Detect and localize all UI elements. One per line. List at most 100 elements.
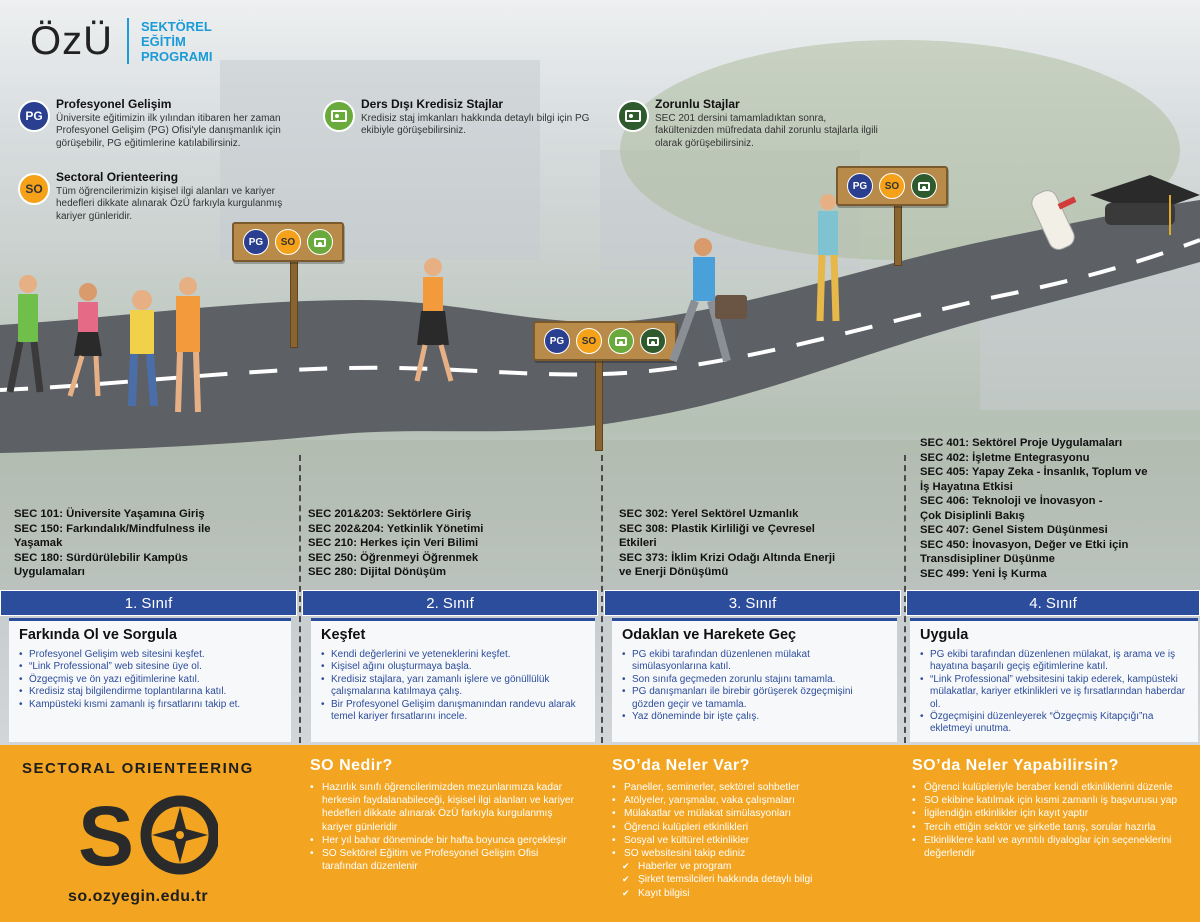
list-item: SO websitesini takip ediniz (612, 847, 892, 860)
course-line: Çok Disiplinli Bakış (920, 509, 1025, 522)
info-title: Profesyonel Gelişim (56, 97, 172, 111)
info-ders-disi-stajlar: Ders Dışı Kredisiz Stajlar Kredisiz staj… (323, 98, 593, 138)
phase-title: Farkında Ol ve Sorgula (19, 627, 177, 643)
id-card-icon (307, 229, 333, 255)
list-item: Kişisel ağını oluşturmaya başla. (321, 661, 585, 674)
year-divider (601, 455, 603, 743)
info-title: Zorunlu Stajlar (655, 97, 740, 111)
list-item: Kredisiz staj bilgilendirme toplantıları… (19, 686, 281, 699)
course-line: Uygulamaları (14, 566, 85, 578)
logo-line: SEKTÖREL (141, 18, 212, 34)
info-title: Ders Dışı Kredisiz Stajlar (361, 97, 504, 111)
course-line: SEC 308: Plastik Kirliliği ve Çevresel (619, 522, 815, 535)
year-label-1: 1. Sınıf (0, 590, 297, 616)
list-item: “Link Professional” websitesini takip ed… (920, 674, 1188, 711)
list-item: SO Sektörel Eğitim ve Profesyonel Gelişi… (310, 847, 580, 873)
course-line: SEC 499: Yeni İş Kurma (920, 567, 1047, 580)
id-card-icon (640, 328, 666, 354)
course-line: SEC 201&203: Sektörlere Giriş (308, 508, 472, 520)
so-column-neler-yapabilirsin: SO’da Neler Yapabilirsin? Öğrenci kulüpl… (912, 757, 1184, 860)
list-item: İlgilendiğin etkinlikler için kayıt yapt… (912, 807, 1184, 820)
so-website-link[interactable]: so.ozyegin.edu.tr (68, 888, 209, 905)
logo-mark: ÖzÜ (30, 18, 113, 63)
pg-badge-icon: PG (243, 229, 269, 255)
course-line: Transdisipliner Düşünme (920, 553, 1055, 565)
list-item: Kendi değerlerini ve yeteneklerini keşfe… (321, 649, 585, 662)
so-column-nedir: SO Nedir? Hazırlık sınıfı öğrencilerimiz… (310, 757, 580, 873)
students-group (6, 275, 201, 413)
list-subitem: Haberler ve program (612, 860, 892, 873)
list-item: Hazırlık sınıfı öğrencilerimizden mezunl… (310, 781, 580, 834)
so-column-neler-var: SO’da Neler Var? Paneller, seminerler, s… (612, 757, 892, 900)
so-compass-logo-icon: S (78, 793, 218, 877)
course-line: SEC 402: İşletme Entegrasyonu (920, 451, 1090, 464)
course-line: ve Enerji Dönüşümü (619, 566, 729, 578)
id-card-icon (608, 328, 634, 354)
section-title: SECTORAL ORIENTEERING (22, 760, 254, 777)
course-line: Yaşamak (14, 537, 63, 549)
student-figure (414, 258, 454, 382)
list-item: Etkinliklere katıl ve ayrıntılı diyalogl… (912, 834, 1184, 860)
list-item: Her yıl bahar döneminde bir hafta boyunc… (310, 834, 580, 847)
list-item: Mülakatlar ve mülakat simülasyonları (612, 807, 892, 820)
courses-year-2: SEC 201&203: Sektörlere Giriş SEC 202&20… (308, 507, 483, 580)
course-line: SEC 302: Yerel Sektörel Uzmanlık (619, 508, 799, 520)
list-item: Öğrenci kulüpleri etkinlikleri (612, 821, 892, 834)
so-badge-icon: SO (275, 229, 301, 255)
list-item: Özgeçmişini düzenleyerek “Özgeçmiş Kitap… (920, 711, 1188, 736)
list-item: Atölyeler, yarışmalar, vaka çalışmaları (612, 794, 892, 807)
course-line: SEC 202&204: Yetkinlik Yönetimi (308, 522, 484, 535)
column-heading: SO Nedir? (310, 757, 393, 774)
course-line: SEC 450: İnovasyon, Değer ve Etki için (920, 538, 1129, 551)
course-line: SEC 406: Teknoloji ve İnovasyon - (920, 495, 1103, 507)
phase-card-2: Keşfet Kendi değerlerini ve yeteneklerin… (311, 618, 595, 742)
phase-card-4: Uygula PG ekibi tarafından düzenlenen mü… (910, 618, 1198, 742)
pg-badge-icon: PG (847, 173, 873, 199)
list-item: PG ekibi tarafından düzenlenen mülakat, … (920, 649, 1188, 674)
phase-title: Uygula (920, 627, 969, 643)
student-figure (669, 238, 747, 363)
logo-line: PROGRAMI (141, 48, 213, 64)
phase-card-1: Farkında Ol ve Sorgula Profesyonel Geliş… (9, 618, 291, 742)
list-item: PG danışmanları ile birebir görüşerek öz… (622, 686, 887, 711)
courses-year-4: SEC 401: Sektörel Proje Uygulamaları SEC… (920, 436, 1148, 581)
course-line: SEC 373: İklim Krizi Odağı Altında Enerj… (619, 551, 836, 564)
ozu-logo: ÖzÜ SEKTÖREL EĞİTİM PROGRAMI (30, 18, 213, 64)
info-text: Üniversite eğitimizin ilk yılından itiba… (56, 112, 281, 149)
list-item: Bir Profesyonel Gelişim danışmanından ra… (321, 699, 585, 724)
student-figure (175, 277, 201, 413)
student-figure (816, 194, 840, 322)
year-label-4: 4. Sınıf (906, 590, 1200, 616)
column-heading: SO’da Neler Var? (612, 757, 750, 774)
phase-card-3: Odaklan ve Harekete Geç PG ekibi tarafın… (612, 618, 897, 742)
course-line: İş Hayatına Etkisi (920, 480, 1013, 493)
signpost-3: PG SO (836, 166, 948, 266)
course-line: SEC 210: Herkes için Veri Bilimi (308, 537, 479, 549)
pg-badge-icon: PG (18, 100, 50, 132)
courses-year-3: SEC 302: Yerel Sektörel Uzmanlık SEC 308… (619, 507, 835, 580)
year-divider (299, 455, 301, 743)
list-item: SO ekibine katılmak için kısmi zamanlı i… (912, 794, 1184, 807)
signpost-2: PG SO (533, 321, 677, 451)
course-line: SEC 180: Sürdürülebilir Kampüs (14, 551, 188, 564)
list-item: Tercih ettiğin sektör ve şirketle tanış,… (912, 821, 1184, 834)
so-badge-icon: SO (18, 173, 50, 205)
info-sectoral-orienteering: SO Sectoral Orienteering Tüm öğrencileri… (18, 171, 298, 223)
list-item: Öğrenci kulüpleriyle beraber kendi etkin… (912, 781, 1184, 794)
courses-year-1: SEC 101: Üniversite Yaşamına Giriş SEC 1… (14, 507, 211, 580)
year-label-2: 2. Sınıf (302, 590, 598, 616)
student-figure (6, 275, 44, 393)
list-subitem: Şirket temsilcileri hakkında detaylı bil… (612, 873, 892, 886)
logo-separator (127, 18, 129, 64)
list-item: Yaz döneminde bir işte çalış. (622, 711, 887, 724)
signpost-1: PG SO (232, 222, 344, 348)
pg-badge-icon: PG (544, 328, 570, 354)
course-line: SEC 405: Yapay Zeka - İnsanlık, Toplum v… (920, 466, 1148, 478)
list-item: Son sınıfa geçmeden zorunlu stajını tama… (622, 674, 887, 687)
svg-text:S: S (78, 793, 134, 877)
list-item: Paneller, seminerler, sektörel sohbetler (612, 781, 892, 794)
info-text: Kredisiz staj imkanları hakkında detaylı… (361, 112, 590, 137)
course-line: SEC 407: Genel Sistem Düşünmesi (920, 524, 1108, 536)
course-line: Etkileri (619, 537, 657, 549)
id-card-icon (911, 173, 937, 199)
